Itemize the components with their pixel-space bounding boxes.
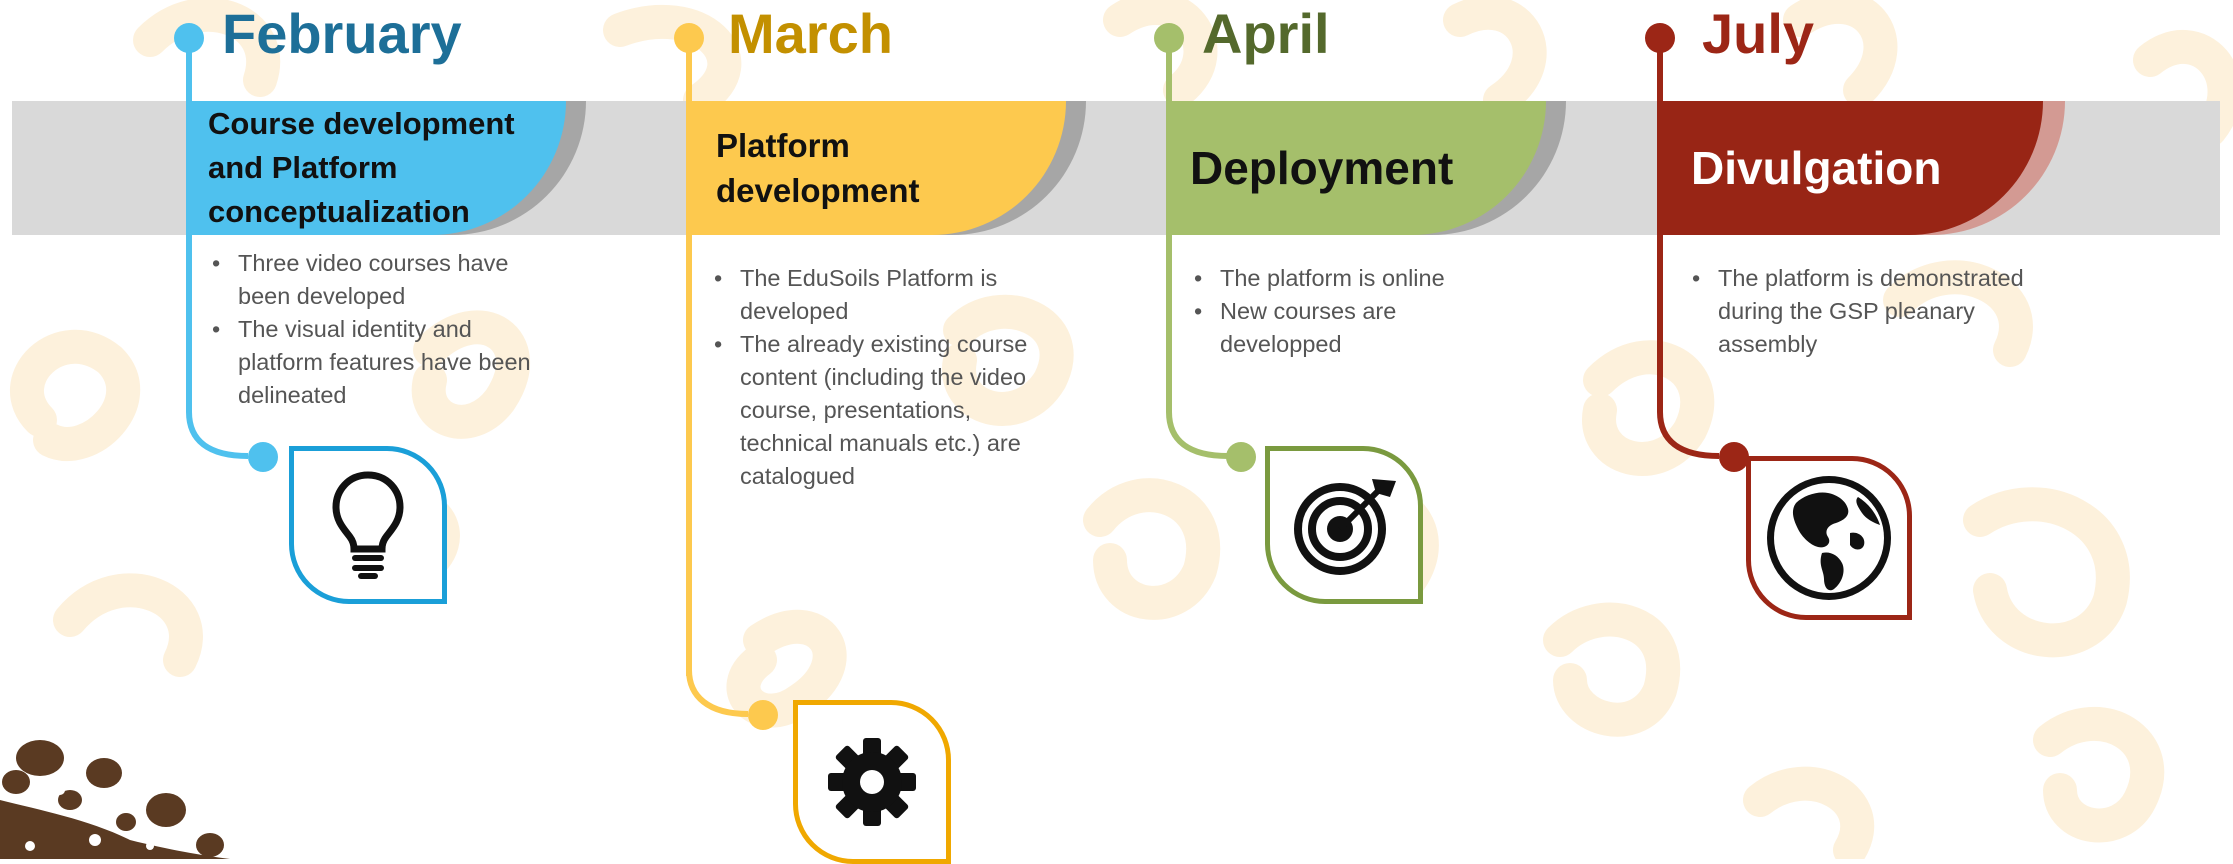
month-heading-february: February [222,2,462,65]
stage-title-july: Divulgation [1657,101,2043,235]
stage-title-march: Platform development [686,101,1066,235]
globe-icon [1767,476,1891,600]
month-heading-april: April [1202,2,1330,65]
timeline-stem-march [686,36,692,676]
stage-bullets-july: The platform is demonstrated during the … [1686,262,2026,361]
bullet-item: The visual identity and platform feature… [206,313,546,412]
timeline-connector-july [1657,400,1720,459]
bullet-item: The platform is demonstrated during the … [1686,262,2026,361]
bullet-item: The platform is online [1188,262,1508,295]
timeline-connector-march [686,660,749,717]
timeline-dot-april-end [1226,442,1256,472]
timeline-dot-february-end [248,442,278,472]
stage-title-text: Platform development [716,127,920,209]
timeline-dot-july-end [1719,442,1749,472]
timeline-connector-april [1166,400,1229,459]
stage-title-text: Deployment [1190,142,1454,194]
timeline-dot-july-top [1645,23,1675,53]
icon-frame-april [1265,446,1423,604]
stage-title-text: Divulgation [1691,142,1942,194]
stage-bullets-february: Three video courses have been developed … [206,247,546,412]
timeline-dot-april-top [1154,23,1184,53]
timeline-dot-march-end [748,700,778,730]
timeline-dot-march-top [674,23,704,53]
stage-title-february: Course development and Platform conceptu… [186,101,566,235]
stage-bullets-april: The platform is online New courses are d… [1188,262,1508,361]
icon-frame-july [1746,456,1912,620]
stage-title-text: Course development and Platform conceptu… [208,106,515,229]
month-heading-march: March [728,2,893,65]
lightbulb-icon [332,471,404,579]
stage-bullets-march: The EduSoils Platform is developed The a… [708,262,1068,493]
bullet-item: Three video courses have been developed [206,247,546,313]
target-icon [1294,479,1396,575]
icon-frame-march [793,700,951,864]
month-heading-july: July [1702,2,1815,65]
stage-title-april: Deployment [1166,101,1546,235]
gear-icon [828,738,916,826]
bullet-item: The already existing course content (inc… [708,328,1068,493]
timeline-dot-february-top [174,23,204,53]
bullet-item: The EduSoils Platform is developed [708,262,1068,328]
timeline-connector-february [186,400,249,459]
bullet-item: New courses are developped [1188,295,1508,361]
icon-frame-february [289,446,447,604]
